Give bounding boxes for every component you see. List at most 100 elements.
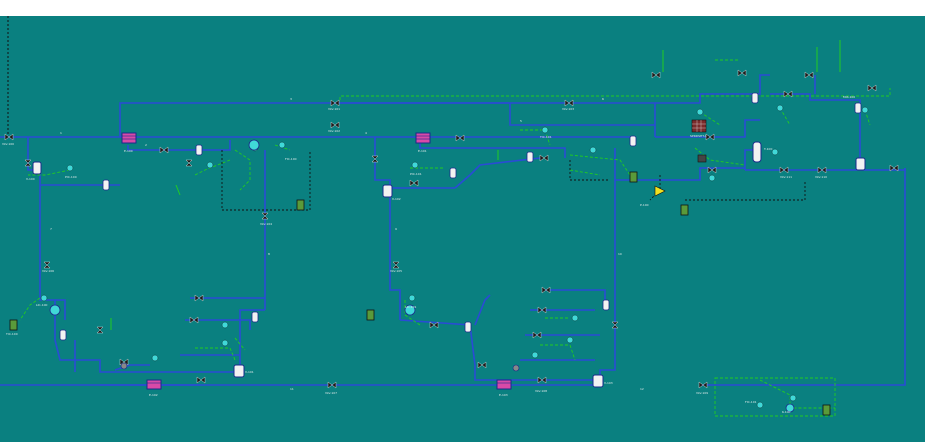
drum-right-2[interactable] xyxy=(854,102,862,114)
left-return-up[interactable] xyxy=(55,299,66,320)
mixer-right[interactable] xyxy=(697,154,707,163)
right-down-line[interactable] xyxy=(770,93,861,165)
tank-left-1[interactable] xyxy=(296,199,305,211)
heat-exchanger-e100[interactable]: E-100 xyxy=(121,132,137,153)
valve-mid-11[interactable] xyxy=(477,361,487,369)
valve-mid-10[interactable] xyxy=(429,321,439,329)
valve-right-5[interactable] xyxy=(804,71,814,79)
left-inner-4[interactable] xyxy=(114,364,150,371)
mid-upper-line[interactable] xyxy=(419,140,566,158)
misc-units[interactable]: SPRDSHT-1 P-100 xyxy=(9,119,831,416)
mid-bottom-loop[interactable] xyxy=(399,319,600,381)
valves[interactable] xyxy=(4,69,899,389)
valve-left-6[interactable] xyxy=(194,294,204,302)
pump-p100[interactable] xyxy=(654,185,666,197)
controller-right-6[interactable] xyxy=(756,401,764,409)
heat-exchanger-e103[interactable]: E-103 xyxy=(496,379,512,397)
valve-right-1[interactable] xyxy=(651,71,661,79)
center-valve-loop[interactable] xyxy=(454,157,541,189)
valve-left-5[interactable] xyxy=(261,212,269,220)
valve-right-10[interactable] xyxy=(698,381,708,389)
left-mid-to-bottom[interactable] xyxy=(239,309,265,370)
valve-left-4[interactable] xyxy=(185,159,193,167)
top-right-line[interactable] xyxy=(655,74,770,104)
valve-left-2[interactable] xyxy=(43,261,51,269)
tank-left-2[interactable] xyxy=(9,319,18,331)
separator-v102[interactable]: V-102 xyxy=(382,184,401,201)
drum-right-1[interactable] xyxy=(751,92,759,104)
controller-mid-6[interactable] xyxy=(571,314,579,322)
heater-mid-1[interactable] xyxy=(404,304,416,316)
valve-right-9[interactable] xyxy=(889,164,899,172)
valve-right-7[interactable] xyxy=(779,166,789,174)
separator-v103[interactable]: V-103 xyxy=(592,374,613,388)
drum-left-2[interactable] xyxy=(195,144,203,156)
controller-right-4[interactable] xyxy=(708,174,716,182)
drum-left-1[interactable] xyxy=(102,179,110,191)
tank-right-2[interactable] xyxy=(822,404,831,416)
valve-right-4[interactable] xyxy=(783,90,793,98)
controller-right-5[interactable] xyxy=(771,148,779,156)
right-header[interactable] xyxy=(655,119,760,138)
column-t100[interactable]: T-100 xyxy=(752,141,772,163)
controller-right-2[interactable] xyxy=(776,104,784,112)
controller-right-7[interactable] xyxy=(789,394,797,402)
drum-left-3[interactable] xyxy=(251,311,259,323)
mid-inner-1[interactable] xyxy=(545,289,606,300)
separator-v101[interactable]: V-101 xyxy=(233,364,254,378)
mid-loop-rise[interactable] xyxy=(474,294,491,326)
heat-exchanger-e102[interactable]: E-102 xyxy=(146,379,162,397)
valve-left-3[interactable] xyxy=(159,146,169,154)
heater-left-2[interactable] xyxy=(49,304,61,316)
spreadsheet-block[interactable]: SPRDSHT-1 xyxy=(690,119,707,138)
valve-mid-3[interactable] xyxy=(539,154,549,162)
drum-mid-2[interactable] xyxy=(526,151,534,163)
valve-mid-9[interactable] xyxy=(537,376,547,384)
drum-mid-1[interactable] xyxy=(449,167,457,179)
left-bottom-loop[interactable] xyxy=(54,339,240,373)
valve-top-2[interactable] xyxy=(330,121,340,129)
heater-left-1[interactable] xyxy=(248,139,260,151)
controller-lic-100[interactable] xyxy=(40,294,48,302)
valve-right-6[interactable] xyxy=(867,84,877,92)
cooler-left[interactable] xyxy=(120,362,128,370)
valve-top-3[interactable] xyxy=(564,99,574,107)
valve-right-8[interactable] xyxy=(817,166,827,174)
valve-mid-2[interactable] xyxy=(371,155,379,163)
valve-mid-1[interactable] xyxy=(455,134,465,142)
mid-loop-vertical[interactable] xyxy=(374,137,401,320)
mid-to-right-cross[interactable] xyxy=(615,167,745,181)
controller-left-5[interactable] xyxy=(278,141,286,149)
drum-left-4[interactable] xyxy=(59,329,67,341)
valve-left-feed[interactable] xyxy=(24,159,32,167)
cooler-mid[interactable] xyxy=(512,364,520,372)
vessels[interactable]: V-100 V-101 V-102 V-103 T-100 xyxy=(26,92,866,388)
valve-mid-6[interactable] xyxy=(541,286,551,294)
controller-mid-7[interactable] xyxy=(566,336,574,344)
valve-left-9[interactable] xyxy=(96,326,104,334)
controller-pic-100[interactable] xyxy=(66,164,74,172)
heat-exchanger-e101[interactable]: E-101 xyxy=(415,132,431,153)
controller-lic-101[interactable] xyxy=(408,294,416,302)
controller-right-3[interactable] xyxy=(861,106,869,114)
heater-right-1[interactable] xyxy=(785,403,795,413)
controller-left-8[interactable] xyxy=(221,339,229,347)
controller-pic-101[interactable] xyxy=(411,161,419,169)
valve-mid-4[interactable] xyxy=(409,179,419,187)
valve-mid-5[interactable] xyxy=(392,261,400,269)
controller-left-7[interactable] xyxy=(221,321,229,329)
left-inner-2[interactable] xyxy=(185,319,251,330)
separator-right[interactable] xyxy=(855,157,866,171)
valve-left-8[interactable] xyxy=(196,376,206,384)
controller-left-9[interactable] xyxy=(151,354,159,362)
valve-mid-12[interactable] xyxy=(611,321,619,329)
tank-right-1[interactable] xyxy=(680,204,689,216)
valve-header-1[interactable] xyxy=(4,133,14,141)
valve-mid-7[interactable] xyxy=(537,306,547,314)
valve-left-7[interactable] xyxy=(189,316,199,324)
controller-fic-101[interactable] xyxy=(589,146,597,154)
tank-mid-1[interactable] xyxy=(366,309,375,321)
valve-right-11[interactable] xyxy=(707,166,717,174)
valve-right-2[interactable] xyxy=(737,69,747,77)
valve-right-3[interactable] xyxy=(705,133,715,141)
